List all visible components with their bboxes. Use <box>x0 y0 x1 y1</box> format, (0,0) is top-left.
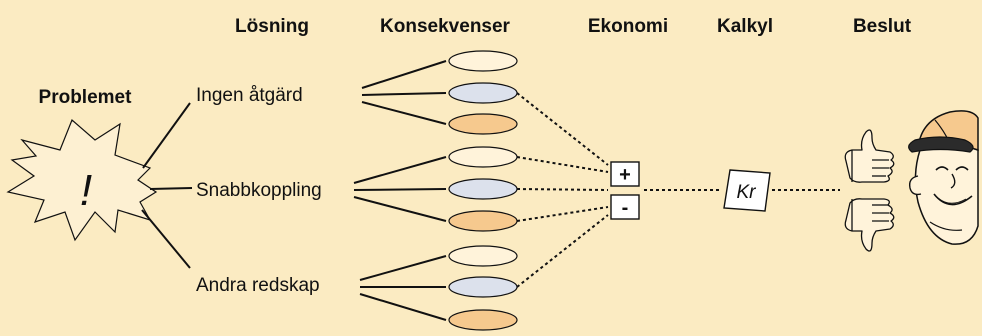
connector-problem-solution-3 <box>141 209 191 269</box>
header-konsekvenser: Konsekvenser <box>380 16 511 37</box>
consequence-oval-2-1 <box>448 146 518 168</box>
thumbs-down-icon <box>844 198 895 252</box>
header-kalkyl: Kalkyl <box>717 16 773 37</box>
dotted-connectors-economy <box>516 92 609 288</box>
consequence-oval-2-2 <box>448 178 518 200</box>
minus-sign: - <box>622 197 629 219</box>
economy-plus-box: + <box>610 161 640 187</box>
exclamation-mark: ! <box>80 166 92 215</box>
connector-problem-solution-1 <box>142 102 191 169</box>
consequence-oval-3-3 <box>448 309 518 331</box>
header-losning: Lösning <box>235 16 309 37</box>
consequence-oval-1-2 <box>448 82 518 104</box>
problem-label: Problemet <box>39 87 133 108</box>
kalkyl-currency: Kr <box>737 182 757 203</box>
consequence-oval-3-1 <box>448 245 518 267</box>
header-ekonomi: Ekonomi <box>588 16 668 37</box>
thumbs-up-icon <box>844 129 895 183</box>
consequence-oval-1-1 <box>448 50 518 72</box>
fan-lines-3 <box>359 255 447 321</box>
solution-label-3: Andra redskap <box>196 275 320 296</box>
starburst-icon: ! <box>6 118 158 242</box>
header-beslut: Beslut <box>853 16 912 37</box>
plus-sign: + <box>619 164 631 186</box>
connector-problem-solution-2 <box>149 187 193 190</box>
consequence-oval-3-2 <box>448 276 518 298</box>
solution-label-1: Ingen åtgärd <box>196 85 303 106</box>
smiling-face-icon <box>908 110 979 245</box>
consequence-oval-1-3 <box>448 113 518 135</box>
kalkyl-note-icon: Kr <box>723 169 771 212</box>
fan-lines-2 <box>353 156 447 222</box>
consequence-oval-2-3 <box>448 210 518 232</box>
fan-lines-1 <box>361 60 447 125</box>
economy-minus-box: - <box>610 194 640 220</box>
solution-label-2: Snabbkoppling <box>196 180 322 201</box>
